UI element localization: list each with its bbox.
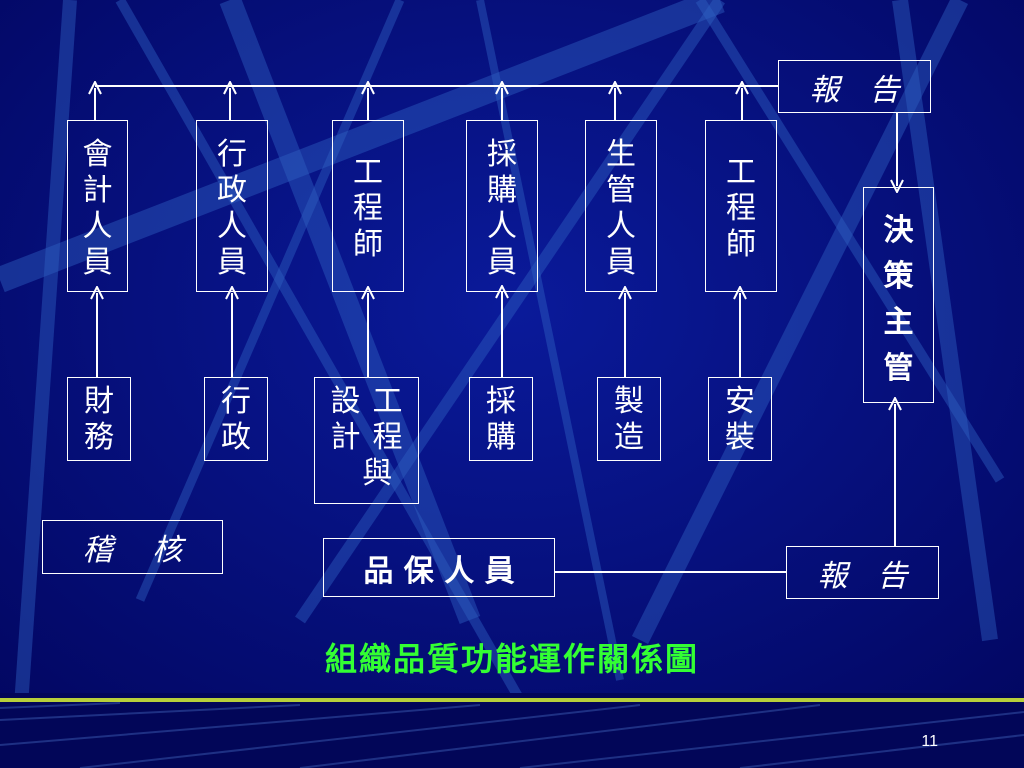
function-label-finance: 財 務 <box>84 384 114 455</box>
staff-label-production-staff: 生 管 人 員 <box>606 137 636 280</box>
staff-box-engineer-1: 工 程 師 <box>332 120 404 292</box>
function-label-purchasing: 採 購 <box>486 384 516 455</box>
function-label-administration: 行 政 <box>221 384 251 455</box>
report-bottom-label: 報 告 <box>817 558 908 594</box>
staff-label-engineer-2: 工 程 師 <box>726 155 756 262</box>
page-number: 11 <box>921 733 938 750</box>
function-box-finance: 財 務 <box>67 377 131 461</box>
report-bottom-box: 報 告 <box>786 546 939 599</box>
decision-maker-box: 決 策 主 管 <box>863 187 934 403</box>
staff-box-engineer-2: 工 程 師 <box>705 120 777 292</box>
staff-label-purchasing-staff: 採 購 人 員 <box>487 137 517 280</box>
staff-box-accountant: 會 計 人 員 <box>67 120 128 292</box>
staff-label-accountant: 會 計 人 員 <box>82 137 113 280</box>
function-box-engineering-design: 設工 計程 與 <box>314 377 419 504</box>
function-box-manufacturing: 製 造 <box>597 377 661 461</box>
decision-maker-label: 決 策 主 管 <box>883 213 914 386</box>
function-label-installation: 安 裝 <box>725 384 755 455</box>
staff-label-engineer-1: 工 程 師 <box>353 155 383 262</box>
staff-box-production-staff: 生 管 人 員 <box>585 120 657 292</box>
function-label-manufacturing: 製 造 <box>614 384 644 455</box>
function-label-engineering-design: 設工 計程 與 <box>330 384 415 491</box>
background-light-beams <box>0 0 1005 721</box>
bottom-stripes <box>0 693 1024 768</box>
function-box-installation: 安 裝 <box>708 377 772 461</box>
staff-box-purchasing-staff: 採 購 人 員 <box>466 120 538 292</box>
function-box-administration: 行 政 <box>204 377 268 461</box>
slide-title: 組織品質功能運作關係圖 <box>324 640 699 678</box>
staff-box-admin-staff: 行 政 人 員 <box>196 120 268 292</box>
staff-label-admin-staff: 行 政 人 員 <box>217 137 247 280</box>
qa-staff-label: 品 保 人 員 <box>363 553 515 589</box>
report-top-box: 報 告 <box>778 60 931 113</box>
report-top-label: 報 告 <box>809 72 900 108</box>
qa-staff-box: 品 保 人 員 <box>323 538 555 597</box>
audit-box: 稽 核 <box>42 520 223 574</box>
audit-label: 稽 核 <box>82 533 183 568</box>
function-box-purchasing: 採 購 <box>469 377 533 461</box>
